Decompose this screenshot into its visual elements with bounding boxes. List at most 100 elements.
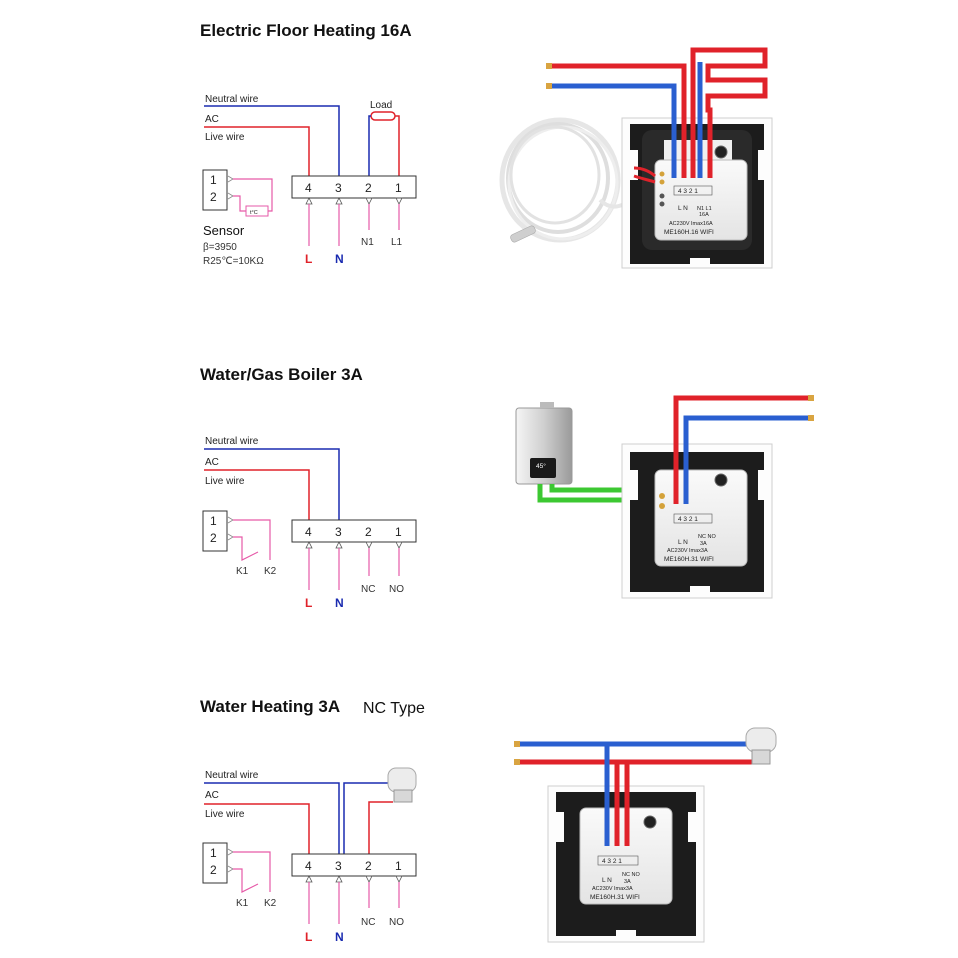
sensor-wire-2 — [233, 195, 246, 212]
bottom-connectors — [305, 875, 403, 924]
pin-NO-label: NO — [389, 584, 404, 595]
sensor-input-2: 2 — [210, 190, 217, 204]
terminal-block — [291, 853, 417, 877]
relay-k1: K1 — [236, 566, 249, 577]
terminal-2: 2 — [365, 859, 372, 873]
boiler-neutral-wire — [683, 415, 808, 504]
thermistor-label: t°C — [250, 210, 258, 216]
module-ln: L N — [678, 539, 688, 546]
thermostat-back-16a: 4 3 2 1 L N N1 L1 16A AC230V Imax16A ME1… — [621, 117, 773, 269]
section-subtitle: NC Type — [363, 700, 425, 717]
boiler-live-wire — [673, 395, 808, 504]
boiler-display: 45° — [536, 462, 546, 470]
sensor-wire-1 — [233, 178, 273, 212]
section-title: Water/Gas Boiler 3A — [200, 365, 363, 384]
sensor-input-box — [202, 169, 228, 211]
pin-N-label: N — [335, 252, 344, 266]
sensor-input-1: 1 — [210, 173, 217, 187]
relay-k2: K2 — [264, 566, 277, 577]
section-title: Electric Floor Heating 16A — [200, 21, 412, 40]
pin-NC-label: NC — [361, 584, 375, 595]
terminal-2: 2 — [365, 525, 372, 539]
pin-L-label: L — [305, 930, 312, 944]
neutral-wire — [204, 782, 340, 854]
section-water-gas-boiler: Water/Gas Boiler 3A Neutral wire AC Live… — [200, 365, 814, 610]
relay-k2: K2 — [264, 898, 277, 909]
neutral-wire-label: Neutral wire — [205, 436, 259, 447]
sensor-beta: β=3950 — [203, 242, 237, 253]
neutral-wire-label: Neutral wire — [205, 94, 259, 105]
module-sub: 16A — [699, 212, 709, 218]
module-model: ME160H.16 WIFI — [664, 229, 714, 236]
module-ln: L N — [678, 205, 688, 212]
module-ncno: NC NO — [622, 872, 640, 878]
module-rating: AC230V Imax3A — [592, 886, 633, 892]
terminal-2: 2 — [365, 181, 372, 195]
bottom-connectors — [305, 197, 403, 246]
relay-input-box — [202, 510, 228, 552]
live-wire — [204, 126, 310, 176]
pin-NO-label: NO — [389, 917, 404, 928]
terminal-1: 1 — [395, 181, 402, 195]
pin-L-label: L — [305, 252, 312, 266]
terminal-block — [291, 175, 417, 199]
relay-input-1: 1 — [210, 846, 217, 860]
terminal-3: 3 — [335, 525, 342, 539]
boiler-unit: 45° — [515, 402, 573, 485]
pin-L-label: L — [305, 596, 312, 610]
terminal-block — [291, 519, 417, 543]
live-wire — [204, 803, 310, 854]
module-rating: AC230V Imax3A — [667, 548, 708, 554]
floor-heating-wires — [546, 47, 768, 184]
ac-label: AC — [205, 790, 219, 801]
module-pins: 4 3 2 1 — [602, 858, 622, 865]
thermistor-symbol — [245, 205, 269, 217]
neutral-wire — [204, 105, 340, 176]
thermostat-back-3a-boiler: 4 3 2 1 L N NC NO 3A AC230V Imax3A ME160… — [621, 443, 773, 599]
ac-label: AC — [205, 457, 219, 468]
pin-N1-label: N1 — [361, 237, 374, 248]
terminal-3: 3 — [335, 859, 342, 873]
load-neutral-wire — [368, 115, 371, 176]
relay-input-2: 2 — [210, 863, 217, 877]
module-ln: L N — [602, 877, 612, 884]
module-model: ME160H.31 WIFI — [590, 894, 640, 901]
load-live-wire — [395, 115, 400, 176]
ac-label: AC — [205, 114, 219, 125]
terminal-4: 4 — [305, 525, 312, 539]
relay-input-box — [202, 842, 228, 884]
module-rating: AC230V Imax16A — [669, 221, 713, 227]
module-nl: N1 L1 — [697, 206, 712, 212]
neutral-wire — [204, 448, 340, 520]
live-wire — [204, 469, 310, 520]
module-ncno: NC NO — [698, 534, 716, 540]
actuator-photo — [745, 727, 777, 765]
terminal-4: 4 — [305, 181, 312, 195]
relay-wire-2 — [233, 868, 259, 893]
bottom-connectors — [305, 541, 403, 590]
live-wire-label: Live wire — [205, 476, 245, 487]
module-pins: 4 3 2 1 — [678, 188, 698, 195]
section-title: Water Heating 3A — [200, 697, 340, 716]
load-symbol — [370, 111, 396, 121]
neutral-wire-label: Neutral wire — [205, 770, 259, 781]
section-electric-floor-heating: Electric Floor Heating 16A Neutral wire … — [200, 21, 773, 269]
module-sub: 3A — [700, 541, 707, 547]
relay-input-1: 1 — [210, 514, 217, 528]
pin-NC-label: NC — [361, 917, 375, 928]
terminal-3: 3 — [335, 181, 342, 195]
module-pins: 4 3 2 1 — [678, 516, 698, 523]
module-sub: 3A — [624, 879, 631, 885]
terminal-1: 1 — [395, 525, 402, 539]
green-wire-1 — [537, 484, 662, 503]
pin-N-label: N — [335, 930, 344, 944]
relay-input-2: 2 — [210, 531, 217, 545]
relay-k1: K1 — [236, 898, 249, 909]
relay-wire-2 — [233, 536, 259, 561]
pin-N-label: N — [335, 596, 344, 610]
relay-wire-1 — [233, 851, 271, 892]
module-model: ME160H.31 WIFI — [664, 556, 714, 563]
pin-L1-label: L1 — [391, 237, 403, 248]
terminal-4: 4 — [305, 859, 312, 873]
